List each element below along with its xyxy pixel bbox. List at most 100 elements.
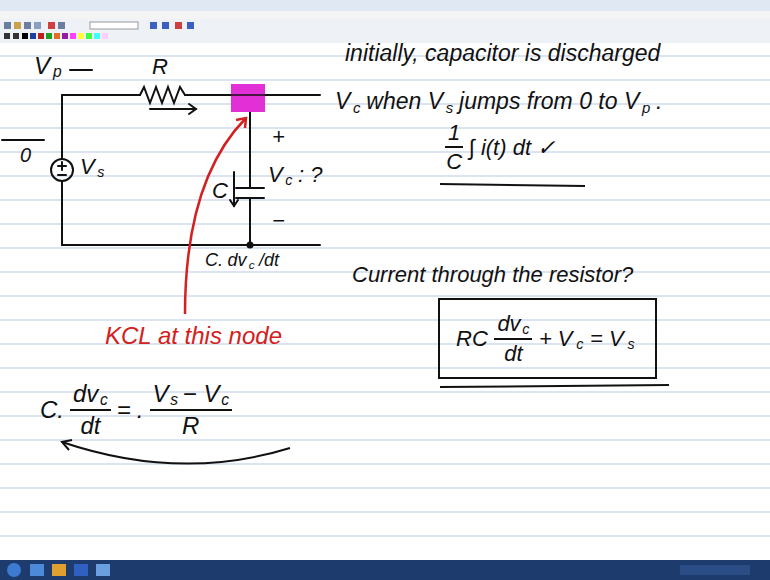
handwritten-text: dv xyxy=(497,311,520,336)
handwritten-line: KCL at this node xyxy=(105,322,282,350)
handwritten-line: Vs xyxy=(80,154,104,179)
handwritten-text: C. xyxy=(205,250,223,271)
step-high-level xyxy=(70,69,92,71)
toolbar-icons xyxy=(4,22,194,39)
handwritten-line: C xyxy=(212,178,228,203)
wire xyxy=(61,95,63,159)
handwritten-line: 1C∫ i(t) dt✓ xyxy=(445,120,555,175)
numerator: dvc xyxy=(494,311,532,339)
handwritten-line: Vc when Vs jumps from 0 to Vp. xyxy=(335,88,662,114)
handwritten-text: : ? xyxy=(298,162,322,187)
handwritten-text: . xyxy=(656,88,662,114)
fraction: 1C xyxy=(445,120,463,175)
handwritten-text: − V xyxy=(183,380,220,408)
handwritten-line: initially, capacitor is discharged xyxy=(345,40,660,66)
numerator: 1 xyxy=(445,120,463,148)
handwritten-line: Current through the resistor? xyxy=(352,262,633,287)
handwritten-text: . xyxy=(137,396,144,424)
rc-circuit xyxy=(2,70,320,245)
curved-arrowhead xyxy=(62,440,72,450)
curved-arrow xyxy=(62,442,290,464)
fraction: Vs− VcR xyxy=(150,380,232,439)
taskbar-icons xyxy=(7,563,750,577)
node-highlight xyxy=(231,84,265,112)
handwritten-text: C xyxy=(446,149,462,174)
handwritten-text: c xyxy=(353,99,360,116)
current-arrow xyxy=(150,108,196,110)
handwritten-text: R xyxy=(182,412,199,440)
voltage-source-symbol xyxy=(51,159,73,181)
denominator: C xyxy=(446,148,462,174)
toolbar xyxy=(0,19,770,43)
numerator: Vs− Vc xyxy=(150,380,232,411)
handwritten-text: = V xyxy=(590,326,624,351)
handwritten-text: dt xyxy=(504,341,522,366)
handwritten-text: c xyxy=(576,336,583,352)
handwritten-line: C.dvc/dt xyxy=(205,250,279,271)
capacitor-symbol xyxy=(236,187,264,189)
handwritten-text: s xyxy=(627,336,634,352)
step-low-level xyxy=(2,139,44,141)
handwritten-text: c xyxy=(100,391,108,409)
wire xyxy=(185,94,320,96)
junction-dot xyxy=(247,242,254,249)
pointer-arrow xyxy=(185,118,246,314)
handwritten-text: initially, capacitor is discharged xyxy=(345,40,660,66)
denominator: dt xyxy=(504,340,522,366)
numerator: dvc xyxy=(70,380,111,411)
handwritten-line: R xyxy=(152,54,168,79)
handwritten-text: = xyxy=(117,396,131,424)
handwritten-text: ∫ i(t) dt xyxy=(469,135,531,160)
handwritten-text: + V xyxy=(539,326,573,351)
handwritten-text: dt xyxy=(80,412,100,440)
underline xyxy=(440,184,585,186)
ruled-lines xyxy=(0,56,770,536)
handwritten-text: c xyxy=(285,172,292,188)
handwritten-text: 0 xyxy=(20,144,31,167)
handwritten-text: Current through the resistor? xyxy=(352,262,633,287)
handwritten-text: p xyxy=(642,99,650,116)
wire xyxy=(62,94,140,96)
handwritten-text: C xyxy=(212,178,228,203)
handwritten-text: jumps from 0 to V xyxy=(459,88,639,114)
handwritten-text: ✓ xyxy=(537,135,555,160)
handwritten-text: 1 xyxy=(448,120,460,145)
handwritten-text: KCL at this node xyxy=(105,322,282,350)
handwritten-text: c xyxy=(522,321,529,337)
handwritten-line: Vp xyxy=(34,52,62,80)
handwritten-text: p xyxy=(53,63,62,81)
handwritten-line: 0 xyxy=(20,144,31,167)
underline xyxy=(440,385,669,387)
handwritten-text: V xyxy=(268,162,283,187)
resistor-symbol xyxy=(140,87,185,103)
fraction: dvcdt xyxy=(494,311,532,366)
handwritten-text: dv xyxy=(73,380,98,408)
taskbar xyxy=(0,560,770,580)
denominator: R xyxy=(182,411,199,440)
handwritten-text: c xyxy=(249,258,255,271)
denominator: dt xyxy=(80,411,100,440)
handwritten-text: V xyxy=(80,154,95,179)
wire xyxy=(231,94,265,96)
handwritten-text: dv xyxy=(228,250,247,271)
handwritten-line: − xyxy=(272,208,285,233)
handwritten-text: s xyxy=(97,164,104,180)
fraction: dvcdt xyxy=(70,380,111,439)
handwritten-text: V xyxy=(34,52,50,80)
handwritten-line: Vc : ? xyxy=(268,162,322,187)
title-bar xyxy=(0,0,770,11)
wire xyxy=(249,112,251,188)
handwritten-text: c xyxy=(221,391,229,409)
handwritten-text: C. xyxy=(40,396,64,424)
handwritten-text: RC xyxy=(456,326,488,351)
handwritten-text: s xyxy=(446,99,453,116)
handwritten-line: + xyxy=(272,124,285,149)
handwritten-text: + xyxy=(272,124,285,149)
handwritten-text: V xyxy=(335,88,350,114)
handwritten-text: V xyxy=(153,380,169,408)
handwritten-text: R xyxy=(152,54,168,79)
pointer-arrowhead xyxy=(236,118,246,128)
handwritten-text: when V xyxy=(366,88,443,114)
